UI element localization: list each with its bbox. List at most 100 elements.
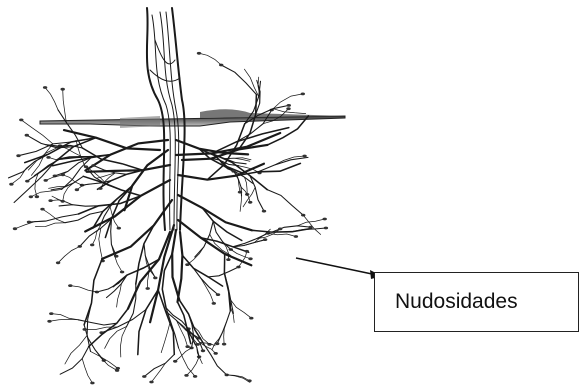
root-branch xyxy=(231,300,252,318)
root-branch xyxy=(29,214,78,222)
callout-arrow xyxy=(296,258,382,279)
root-branch xyxy=(65,335,87,364)
root-nodule xyxy=(120,271,124,274)
root-nodule xyxy=(302,155,306,158)
root-branch xyxy=(201,278,214,303)
root-branch xyxy=(97,173,116,178)
root-branch xyxy=(237,163,301,175)
root-branch xyxy=(50,319,79,321)
root-nodule xyxy=(149,381,153,384)
root-branch xyxy=(243,187,255,207)
root-nodule xyxy=(301,93,305,96)
root-nodule xyxy=(16,154,20,157)
root-nodule xyxy=(29,195,33,198)
root-branch xyxy=(97,275,127,292)
root-nodule xyxy=(173,360,177,363)
root-nodule xyxy=(142,375,146,378)
root-nodule xyxy=(216,293,220,296)
root-nodule xyxy=(48,199,52,202)
root-nodule xyxy=(185,345,189,348)
root-branch xyxy=(208,267,238,277)
root-nodule xyxy=(56,261,60,264)
root-nodule xyxy=(61,200,65,203)
root-nodule xyxy=(47,320,51,323)
root-nodule xyxy=(262,210,266,213)
root-nodule xyxy=(248,201,252,204)
root-nodule xyxy=(46,156,50,159)
root-nodule xyxy=(68,284,72,287)
root-nodule xyxy=(249,317,253,320)
root-nodule xyxy=(263,238,267,241)
root-nodule xyxy=(61,173,65,176)
root-branch xyxy=(161,321,170,353)
root-nodule xyxy=(43,86,47,89)
soil-surface xyxy=(40,109,345,128)
root-nodule xyxy=(19,119,23,122)
root-branch xyxy=(224,322,227,344)
callout-label: Nudosidades xyxy=(395,290,518,314)
root-nodule xyxy=(146,287,150,290)
root-nodule xyxy=(75,188,79,191)
root-nodule xyxy=(294,235,298,238)
root-nodule xyxy=(13,227,17,230)
root-nodule xyxy=(324,227,328,230)
root-nodule xyxy=(83,328,87,331)
root-nodule xyxy=(90,244,94,247)
root-nodule xyxy=(245,250,249,253)
root-branch xyxy=(172,230,179,300)
root-branch xyxy=(224,273,233,314)
root-nodule xyxy=(247,379,251,382)
root-nodule xyxy=(231,170,235,173)
root-branch xyxy=(51,314,78,320)
root-nodule xyxy=(117,227,121,230)
root-branch xyxy=(176,133,280,155)
root-nodule xyxy=(212,302,216,305)
root-branch xyxy=(199,53,221,65)
root-branch xyxy=(58,246,80,262)
root-branch xyxy=(178,195,252,230)
callout-label-box: Nudosidades xyxy=(374,272,579,332)
roots xyxy=(9,52,329,385)
root-branch xyxy=(99,228,103,261)
root-branch xyxy=(59,205,99,207)
root-nodule xyxy=(287,104,291,107)
root-branch xyxy=(51,176,83,190)
root-nodule xyxy=(44,179,48,182)
root-branch xyxy=(60,347,88,375)
root-nodule xyxy=(214,352,218,355)
root-branch xyxy=(82,359,92,383)
root-branch xyxy=(144,354,174,376)
root-nodule xyxy=(308,226,312,229)
root-nodule xyxy=(323,218,327,221)
root-branch xyxy=(78,196,140,214)
root-branch xyxy=(111,219,117,257)
root-nodule xyxy=(184,374,188,377)
root-branch xyxy=(212,333,222,350)
root-nodule xyxy=(49,312,53,315)
root-nodule xyxy=(25,180,29,183)
root-nodule xyxy=(226,258,230,261)
root-branch xyxy=(158,290,174,355)
root-branch xyxy=(179,348,196,376)
root-nodule xyxy=(40,208,44,211)
root-branch xyxy=(303,215,321,234)
root-branch xyxy=(178,232,183,302)
root-branch xyxy=(267,190,303,216)
root-nodule xyxy=(116,367,120,370)
root-nodule xyxy=(153,277,157,280)
root-nodule xyxy=(193,375,197,378)
root-nodule xyxy=(35,195,39,198)
root-branch xyxy=(239,251,247,267)
root-branch xyxy=(125,150,169,210)
root-nodule xyxy=(248,257,252,260)
root-nodule xyxy=(286,107,290,110)
root-branch xyxy=(35,223,65,227)
root-branch xyxy=(120,327,126,358)
root-branch xyxy=(268,233,296,236)
root-nodule xyxy=(61,88,65,91)
root-branch xyxy=(45,88,58,110)
root-nodule xyxy=(91,164,95,167)
root-branch xyxy=(150,225,174,322)
root-nodule xyxy=(201,349,205,352)
root-nodule xyxy=(197,52,201,55)
